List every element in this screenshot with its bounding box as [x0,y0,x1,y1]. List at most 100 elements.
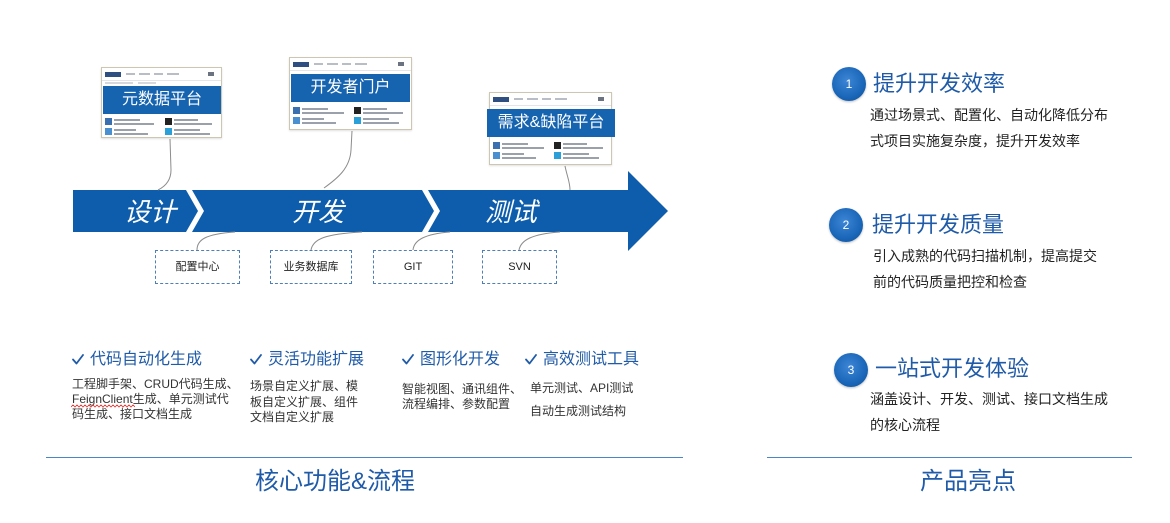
feature-desc-code-generation: 工程脚手架、CRUD代码生成、 FeignClient生成、单元测试代 码生成、… [72,377,239,422]
connector-config-center [196,231,236,251]
connector-svn [518,231,561,251]
mini-app-icon [554,142,561,149]
mini-logo [493,97,509,102]
feature-desc-line: 工程脚手架、CRUD代码生成、 [72,377,239,391]
feature-desc-line: 板自定义扩展、组件 [250,394,359,409]
connector-lines [157,130,571,251]
feature-desc-flexible-extension: 场景自定义扩展、模 板自定义扩展、组件 文档自定义扩展 [250,379,358,426]
mini-text-line [563,143,587,145]
highlight-desc-efficiency: 通过场景式、配置化、自动化降低分布 式项目实施复杂度，提升开发效率 [870,102,1108,154]
mini-text-line [114,119,140,121]
check-icon [72,354,84,365]
mini-user-icon [598,97,604,101]
mini-text-line [363,112,403,114]
highlights-section-title: 产品亮点 [920,468,1016,495]
highlights-section-divider [767,457,1132,458]
feature-title-testing-tools: 高效测试工具 [543,351,640,368]
mini-text-line [502,143,528,145]
mini-text-line [302,118,324,120]
mini-user-icon [398,62,404,66]
feature-title-graphical-development: 图形化开发 [420,351,501,368]
platform-label-metadata: 元数据平台 [103,86,221,114]
highlight-desc-quality: 引入成熟的代码扫描机制，提高提交 前的代码质量把控和检查 [873,243,1097,295]
feature-desc-graphical-development: 智能视图、通讯组件、 流程编排、参数配置 [402,382,522,412]
mini-app-icon [293,117,300,124]
connector-metadata-platform [157,138,172,191]
feature-title-flexible-extension: 灵活功能扩展 [268,351,365,368]
resource-config-center: 配置中心 [155,250,240,284]
platform-card-developer-portal: 开发者门户 [289,57,412,130]
mini-nav-item [126,73,135,75]
feature-desc-line: 码生成、接口文档生成 [72,407,193,421]
highlight-number-badge: 1 [832,67,866,101]
mini-app-icon [554,152,561,159]
mini-user-icon [208,72,214,76]
highlight-number-badge: 3 [834,353,868,387]
stage-label-develop: 开发 [291,197,344,227]
mini-text-line [502,147,544,149]
mini-nav-item [167,73,179,75]
mini-app-icon [105,128,112,135]
mini-app-icon [493,152,500,159]
mini-text-line [174,129,200,131]
stage-label-design: 设计 [123,197,176,227]
highlight-title-one-stop: 一站式开发体验 [875,356,1030,381]
resource-business-database: 业务数据库 [270,250,352,284]
mini-nav-item [342,63,351,65]
stage-design-segment [73,190,198,232]
feature-desc-line: FeignClient生成、单元测试代 [72,392,229,406]
mini-nav-item [514,98,523,100]
mini-app-icon [165,118,172,125]
check-icon [525,354,537,365]
mini-text-line [114,133,148,135]
mini-app-icon [354,107,361,114]
mini-app-icon [165,128,172,135]
connector-business-db [310,231,363,251]
mini-nav-item [527,98,538,100]
stage-develop-segment [192,190,434,232]
spellcheck-underline [71,404,135,408]
mini-nav-item [314,63,323,65]
mini-divider [290,70,411,71]
core-section-title: 核心功能&流程 [254,468,415,495]
mini-text-line [363,122,399,124]
platform-label-developer-portal: 开发者门户 [291,74,410,102]
highlight-desc-line: 引入成熟的代码扫描机制，提高提交 [873,248,1097,264]
highlight-desc-line: 涵盖设计、开发、测试、接口文档生成 [870,391,1108,407]
mini-text-line [302,112,344,114]
mini-nav-item [139,73,150,75]
resource-git: GIT [373,250,453,284]
mini-text-line [174,119,198,121]
connector-git [412,231,451,251]
mini-nav-item [355,63,367,65]
feature-desc-testing-tools: 单元测试、API测试 自动生成测试结构 [530,377,633,423]
mini-app-icon [493,142,500,149]
connector-defect-platform [564,165,571,191]
highlight-desc-line: 通过场景式、配置化、自动化降低分布 [870,107,1108,123]
stage-label-test: 测试 [484,197,537,227]
mini-text-line [502,153,524,155]
mini-text-line [563,153,589,155]
platform-card-metadata: 元数据平台 [101,67,222,138]
check-icon [402,354,414,365]
mini-text-line [174,123,212,125]
highlight-number-badge: 2 [829,208,863,242]
platform-label-requirements-defects: 需求&缺陷平台 [487,109,615,137]
feature-desc-line: 智能视图、通讯组件、 [402,382,523,396]
mini-text-line [563,157,599,159]
feature-title-code-generation: 代码自动化生成 [90,351,203,368]
mini-logo [293,62,309,67]
feature-desc-line: 自动生成测试结构 [530,404,627,418]
feature-desc-line: 单元测试、API测试 [530,381,634,395]
feature-desc-line: 场景自定义扩展、模 [250,379,359,393]
mini-text-line [502,157,536,159]
mini-text-line [114,123,154,125]
highlight-desc-line: 前的代码质量把控和检查 [873,274,1027,290]
mini-text-line [114,129,136,131]
connector-developer-portal [323,130,353,189]
platform-card-requirements-defects: 需求&缺陷平台 [487,92,615,165]
mini-app-icon [354,117,361,124]
highlight-desc-line: 的核心流程 [870,417,940,433]
mini-divider [490,105,611,106]
